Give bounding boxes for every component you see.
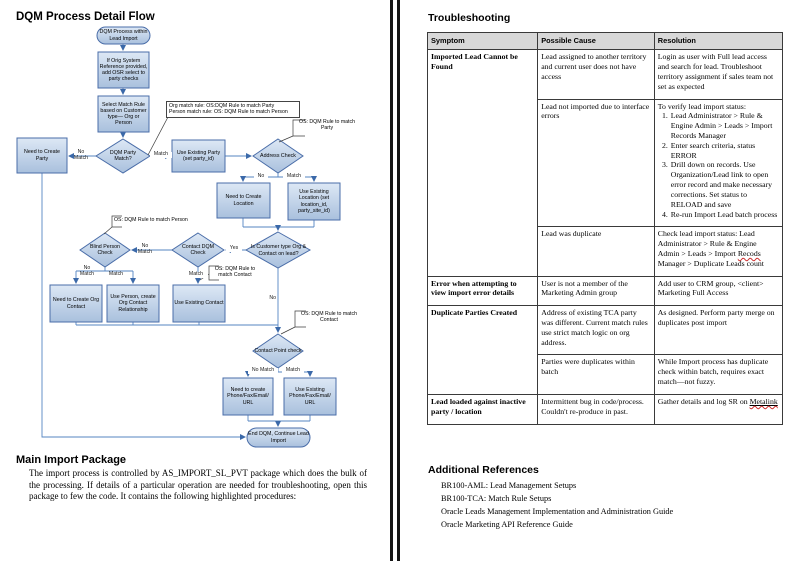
flow-node-use-party: Use Existing Party (set party_id) bbox=[176, 149, 221, 162]
misspelled-word: Metalink bbox=[749, 396, 778, 406]
resolution-text: Manager > Duplicate Leads count bbox=[657, 258, 764, 268]
edge-label-match-blind: Match bbox=[104, 271, 128, 278]
resolution-cell: Login as user with Full lead access and … bbox=[653, 49, 784, 100]
additional-references-list: BR100-AML: Lead Management Setups BR100-… bbox=[441, 479, 673, 531]
resolution-step: Lead Administrator > Rule & Engine Admin… bbox=[670, 111, 778, 140]
edge-label-match-address: Match bbox=[283, 173, 305, 180]
troubleshooting-table: Symptom Possible Cause Resolution Import… bbox=[426, 31, 784, 425]
page-divider bbox=[390, 0, 400, 561]
cause-cell: Lead was duplicate bbox=[537, 226, 655, 277]
cause-cell: Parties were duplicates within batch bbox=[537, 354, 655, 395]
flow-node-use-contact: Use Existing Contact bbox=[174, 300, 224, 307]
flowchart: DQM Process within Lead Import If Orig S… bbox=[0, 0, 395, 455]
flow-node-select-rule: Select Match Rule based on Customer type… bbox=[100, 101, 147, 127]
misspelled-word: Recods bbox=[737, 248, 761, 258]
callout-match-rules-line1: Org match rule: OS:DQM Rule to match Par… bbox=[169, 103, 275, 109]
edge-label-no-match-party: No Match bbox=[73, 149, 89, 161]
resolution-intro: To verify lead import status: bbox=[657, 101, 746, 111]
resolution-step: Enter search criteria, status ERROR bbox=[670, 141, 778, 161]
reference-item: BR100-TCA: Match Rule Setups bbox=[441, 494, 552, 503]
table-row: Error when attempting to view import err… bbox=[426, 275, 784, 307]
edge-label-match-contactdqm: Match bbox=[184, 271, 208, 278]
header-resolution: Resolution bbox=[653, 31, 784, 51]
flow-node-start: DQM Process within Lead Import bbox=[99, 29, 148, 42]
cause-cell: Intermittent bug in code/process. Couldn… bbox=[537, 393, 655, 425]
symptom-cell: Duplicate Parties Created bbox=[426, 305, 539, 395]
flow-node-use-location: Use Existing Location (set location_id, … bbox=[298, 189, 330, 214]
table-row: Parties were duplicates within batch Whi… bbox=[428, 354, 784, 395]
table-row: Lead was duplicate Check lead import sta… bbox=[428, 226, 784, 277]
callout-match-rules-line2: Person match rule: OS: DQM Rule to match… bbox=[169, 109, 288, 116]
callout-rule-match-contact-1: OS: DQM Rule to match Contact bbox=[214, 266, 256, 279]
symptom-cell: Lead loaded against inactive party / loc… bbox=[426, 393, 539, 425]
resolution-text: Check lead import status: Lead Administr… bbox=[657, 229, 757, 258]
table-header-row: Symptom Possible Cause Resolution bbox=[426, 31, 784, 51]
callout-rule-match-party: OS: DQM Rule to match Party bbox=[299, 119, 355, 132]
edge-label-match-contactpoint: Match bbox=[282, 367, 304, 374]
flow-callout-lines bbox=[103, 116, 306, 335]
edge-label-no-match-contactdqm: No Match bbox=[137, 243, 153, 255]
edge-label-match-party: Match bbox=[150, 151, 172, 158]
metalink-link[interactable]: Metalink bbox=[750, 397, 778, 406]
resolution-cell: As designed. Perform party merge on dupl… bbox=[653, 305, 784, 356]
callout-match-rules: Org match rule: OS:DQM Rule to match Par… bbox=[166, 101, 300, 118]
cause-cell: Address of existing TCA party was differ… bbox=[537, 305, 655, 356]
additional-references-heading: Additional References bbox=[428, 464, 539, 476]
cause-cell: Lead not imported due to interface error… bbox=[537, 98, 655, 228]
resolution-text: Gather details and log SR on bbox=[657, 396, 750, 406]
edge-label-no-match-contactpoint: No Match bbox=[248, 367, 278, 374]
resolution-step: Drill down on records. Use Organization/… bbox=[670, 160, 778, 209]
reference-item: Oracle Marketing API Reference Guide bbox=[441, 520, 573, 529]
header-possible-cause: Possible Cause bbox=[537, 31, 655, 51]
reference-item: BR100-AML: Lead Management Setups bbox=[441, 481, 577, 490]
edge-label-no-address: No bbox=[254, 173, 268, 180]
table-row: Lead not imported due to interface error… bbox=[428, 98, 784, 228]
flowchart-canvas bbox=[16, 26, 341, 448]
edge-label-yes-customer: Yes bbox=[226, 245, 242, 252]
table-row: Lead loaded against inactive party / loc… bbox=[426, 393, 784, 425]
flow-node-contact-dqm: Contact DQM Check bbox=[181, 243, 215, 256]
edge-label-no-match-blind: No Match bbox=[79, 265, 95, 277]
header-symptom: Symptom bbox=[426, 31, 539, 51]
resolution-cell: While Import process has duplicate check… bbox=[653, 354, 784, 395]
troubleshooting-heading: Troubleshooting bbox=[428, 12, 511, 24]
flow-node-need-location: Need to Create Location bbox=[225, 194, 262, 207]
table-row: Duplicate Parties Created Address of exi… bbox=[426, 305, 784, 395]
main-import-package-body: The import process is controlled by AS_I… bbox=[29, 468, 367, 502]
flow-node-dqm-party-match: DQM Party Match? bbox=[109, 149, 137, 162]
flow-node-contact-point: Contact Point check bbox=[254, 347, 302, 354]
flow-node-end: End DQM, Continue Lead Import bbox=[248, 431, 309, 444]
symptom-cell: Error when attempting to view import err… bbox=[426, 275, 539, 307]
resolution-cell: Add user to CRM group, <client> Marketin… bbox=[653, 275, 784, 307]
flow-node-need-org-contact: Need to Create Org Contact bbox=[52, 297, 100, 310]
main-import-package-heading: Main Import Package bbox=[16, 454, 127, 466]
callout-rule-match-person: OS: DQM Rule to match Person bbox=[114, 217, 188, 223]
table-row: Imported Lead Cannot be Found Lead assig… bbox=[426, 49, 784, 277]
flow-node-is-customer: Is Customer type Org & Contact on lead? bbox=[250, 244, 307, 257]
flow-node-osr: If Orig System Reference provided, add O… bbox=[99, 57, 148, 83]
flow-node-address-check: Address Check bbox=[260, 152, 296, 159]
resolution-cell: Check lead import status: Lead Administr… bbox=[653, 226, 784, 277]
flow-node-blind-person: Blind Person Check bbox=[89, 243, 121, 256]
resolution-step: Re-run Import Lead batch process bbox=[670, 210, 778, 220]
cause-cell: Lead assigned to another territory and c… bbox=[537, 49, 655, 100]
flow-node-use-phone: Use Existing Phone/Fax/Email/ URL bbox=[289, 387, 331, 406]
resolution-cell: To verify lead import status: Lead Admin… bbox=[653, 98, 784, 228]
callout-rule-match-contact-2: OS: DQM Rule to match Contact bbox=[301, 311, 357, 324]
symptom-cell: Imported Lead Cannot be Found bbox=[426, 49, 539, 277]
resolution-cell: Gather details and log SR on Metalink bbox=[653, 393, 784, 425]
resolution-steps-list: Lead Administrator > Rule & Engine Admin… bbox=[658, 111, 778, 219]
flow-node-shapes bbox=[16, 26, 341, 448]
flow-node-need-party: Need to Create Party bbox=[24, 149, 60, 162]
edge-label-no-customer: No bbox=[269, 295, 276, 301]
cause-cell: User is not a member of the Marketing Ad… bbox=[537, 275, 655, 307]
reference-item: Oracle Leads Management Implementation a… bbox=[441, 507, 674, 516]
flow-node-use-person: Use Person, create Org Contact Relations… bbox=[110, 294, 156, 313]
flow-node-need-phone: Need to create Phone/Fax/Email/ URL bbox=[227, 387, 269, 406]
page1-title: DQM Process Detail Flow bbox=[16, 11, 155, 23]
